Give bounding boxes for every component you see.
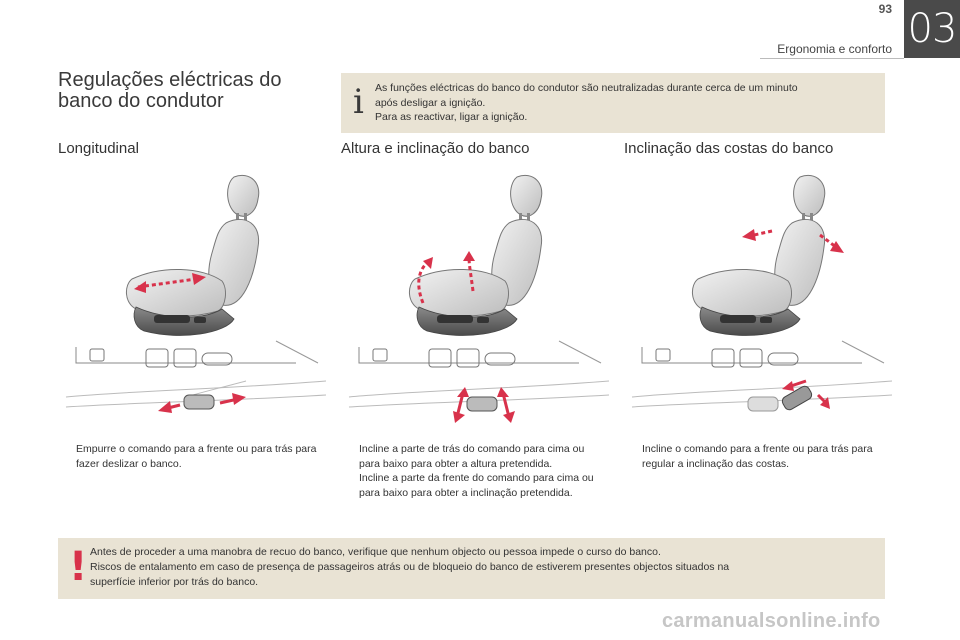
bullet-text: Incline o comando para a frente ou para …: [642, 443, 873, 470]
info-line: após desligar a ignição.: [375, 96, 486, 109]
chapter-tab: 03: [904, 0, 960, 58]
arrow-left-icon: [742, 229, 756, 241]
bullet-text: Incline a parte de trás do comando para …: [359, 443, 585, 470]
column-title-height-tilt: Altura e inclinação do banco: [341, 140, 530, 157]
list-item: Incline a parte de trás do comando para …: [341, 442, 603, 471]
seat-arrow-height: [467, 256, 475, 292]
column-2-instructions: Incline a parte de trás do comando para …: [341, 442, 603, 500]
seat-height-tilt-illustration: [348, 174, 609, 423]
list-item: Incline o comando para a frente ou para …: [624, 442, 886, 471]
list-item: Incline a parte da frente do comando par…: [341, 471, 603, 500]
seat-longitudinal-illustration: [65, 174, 326, 413]
height-switch-icon: [453, 387, 515, 423]
seat-arrow-slide: [137, 277, 197, 289]
bullet-text: Incline a parte da frente do comando par…: [359, 472, 594, 499]
info-line: As funções eléctricas do banco do condut…: [375, 82, 798, 94]
warning-box: ! Antes de proceder a uma manobra de rec…: [58, 538, 885, 599]
warning-exclamation-icon: !: [69, 544, 88, 590]
column-title-longitudinal: Longitudinal: [58, 140, 139, 157]
arrow-forward-icon: [192, 273, 206, 285]
info-icon: i: [353, 82, 364, 122]
header-rule: [760, 58, 904, 59]
bullet-icon: [624, 442, 634, 471]
arrow-up-icon: [463, 251, 475, 261]
column-1-instructions: Empurre o comando para a frente ou para …: [58, 442, 320, 471]
info-box: i As funções eléctricas do banco do cond…: [341, 73, 885, 133]
warning-line: superfície inferior por trás do banco.: [90, 575, 259, 588]
column-title-backrest: Inclinação das costas do banco: [624, 140, 834, 157]
seat-backrest-illustration: [631, 174, 892, 412]
page-title-line2: banco do condutor: [58, 90, 224, 112]
warning-line: Riscos de entalamento em caso de presenç…: [90, 560, 730, 573]
list-item: Empurre o comando para a frente ou para …: [58, 442, 320, 471]
backrest-arrow-forward: [753, 229, 773, 237]
arrow-back-icon: [134, 281, 146, 293]
bullet-icon: [341, 442, 351, 471]
info-text: As funções eléctricas do banco do condut…: [375, 81, 880, 125]
column-3-instructions: Incline o comando para a frente ou para …: [624, 442, 886, 471]
bullet-icon: [341, 471, 351, 500]
bullet-text: Empurre o comando para a frente ou para …: [76, 443, 317, 470]
page-number: 93: [878, 2, 892, 16]
bullet-icon: [58, 442, 68, 471]
slide-switch-icon: [158, 380, 247, 413]
recline-switch-icon: [747, 379, 830, 412]
backrest-arrow-back: [819, 233, 837, 249]
warning-line: Antes de proceder a uma manobra de recuo…: [90, 546, 661, 558]
arrow-right-icon: [830, 241, 844, 253]
arrow-up-icon: [423, 257, 433, 269]
info-line: Para as reactivar, ligar a ignição.: [375, 111, 528, 123]
page-title-line1: Regulações eléctricas do: [58, 69, 282, 91]
warning-text: Antes de proceder a uma manobra de recuo…: [90, 545, 880, 589]
section-name: Ergonomia e conforto: [777, 42, 892, 56]
watermark: carmanualsonline.info: [662, 610, 881, 632]
page-title: Regulações eléctricas do banco do condut…: [58, 70, 281, 112]
